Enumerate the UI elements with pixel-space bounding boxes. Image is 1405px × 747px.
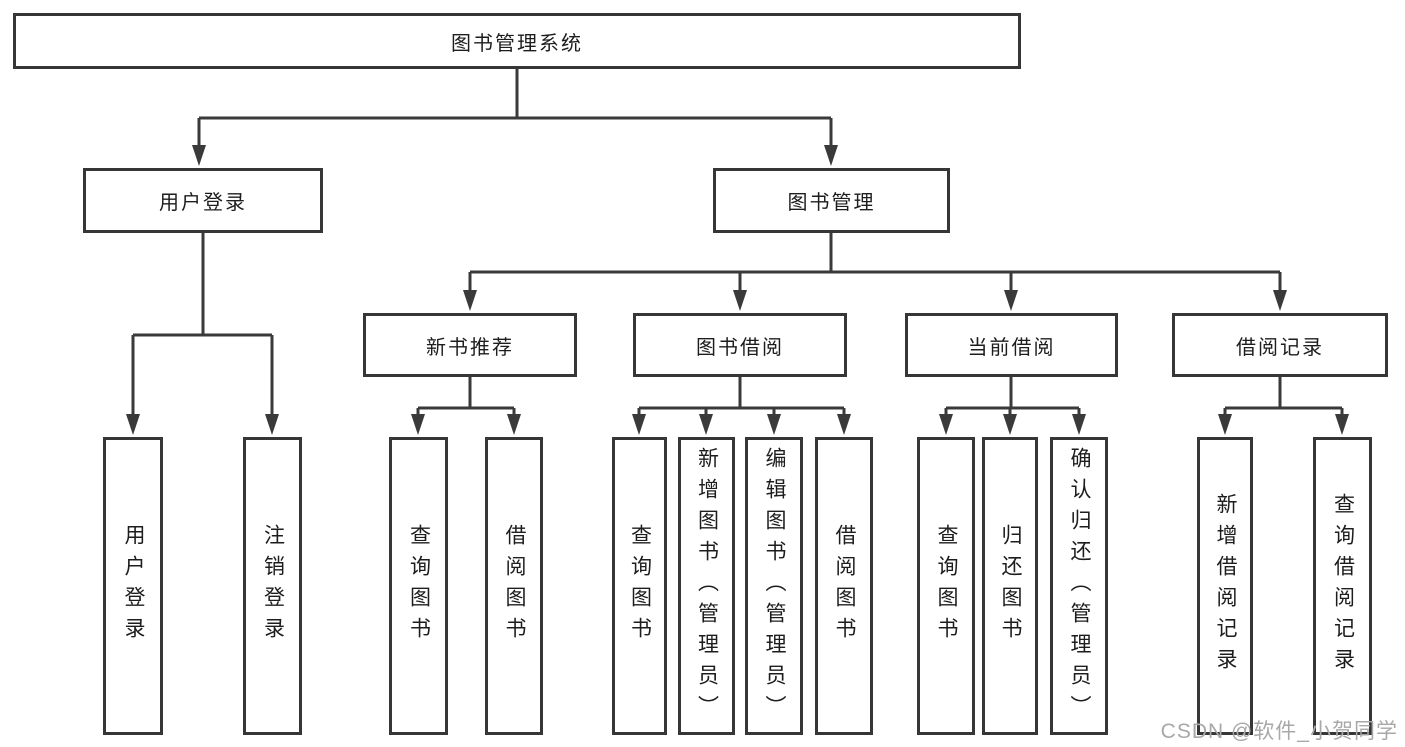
node-user-login: 用户登录 [83, 168, 323, 233]
leaf-add-books-admin: 新增图书（管理员） [678, 437, 735, 735]
csdn-watermark: CSDN @软件_小贺同学 [1160, 720, 1398, 743]
node-new-book-recommendation: 新书推荐 [363, 313, 577, 377]
leaf-add-borrow-record: 新增借阅记录 [1197, 437, 1253, 735]
leaf-edit-books-admin: 编辑图书（管理员） [745, 437, 803, 735]
node-current-borrowing: 当前借阅 [905, 313, 1118, 377]
leaf-query-books-current: 查询图书 [917, 437, 975, 735]
leaf-query-books-recommend: 查询图书 [389, 437, 448, 735]
leaf-borrow-books: 借阅图书 [815, 437, 873, 735]
node-root-system: 图书管理系统 [13, 13, 1021, 69]
node-book-borrowing: 图书借阅 [633, 313, 847, 377]
node-book-management: 图书管理 [713, 168, 950, 233]
leaf-user-login: 用户登录 [103, 437, 163, 735]
leaf-confirm-return-admin: 确认归还（管理员） [1050, 437, 1108, 735]
leaf-query-books-borrow: 查询图书 [612, 437, 667, 735]
leaf-logout: 注销登录 [243, 437, 302, 735]
leaf-borrow-books-recommend: 借阅图书 [485, 437, 543, 735]
node-borrowing-records: 借阅记录 [1172, 313, 1388, 377]
leaf-query-borrow-record: 查询借阅记录 [1313, 437, 1372, 735]
leaf-return-books: 归还图书 [982, 437, 1038, 735]
